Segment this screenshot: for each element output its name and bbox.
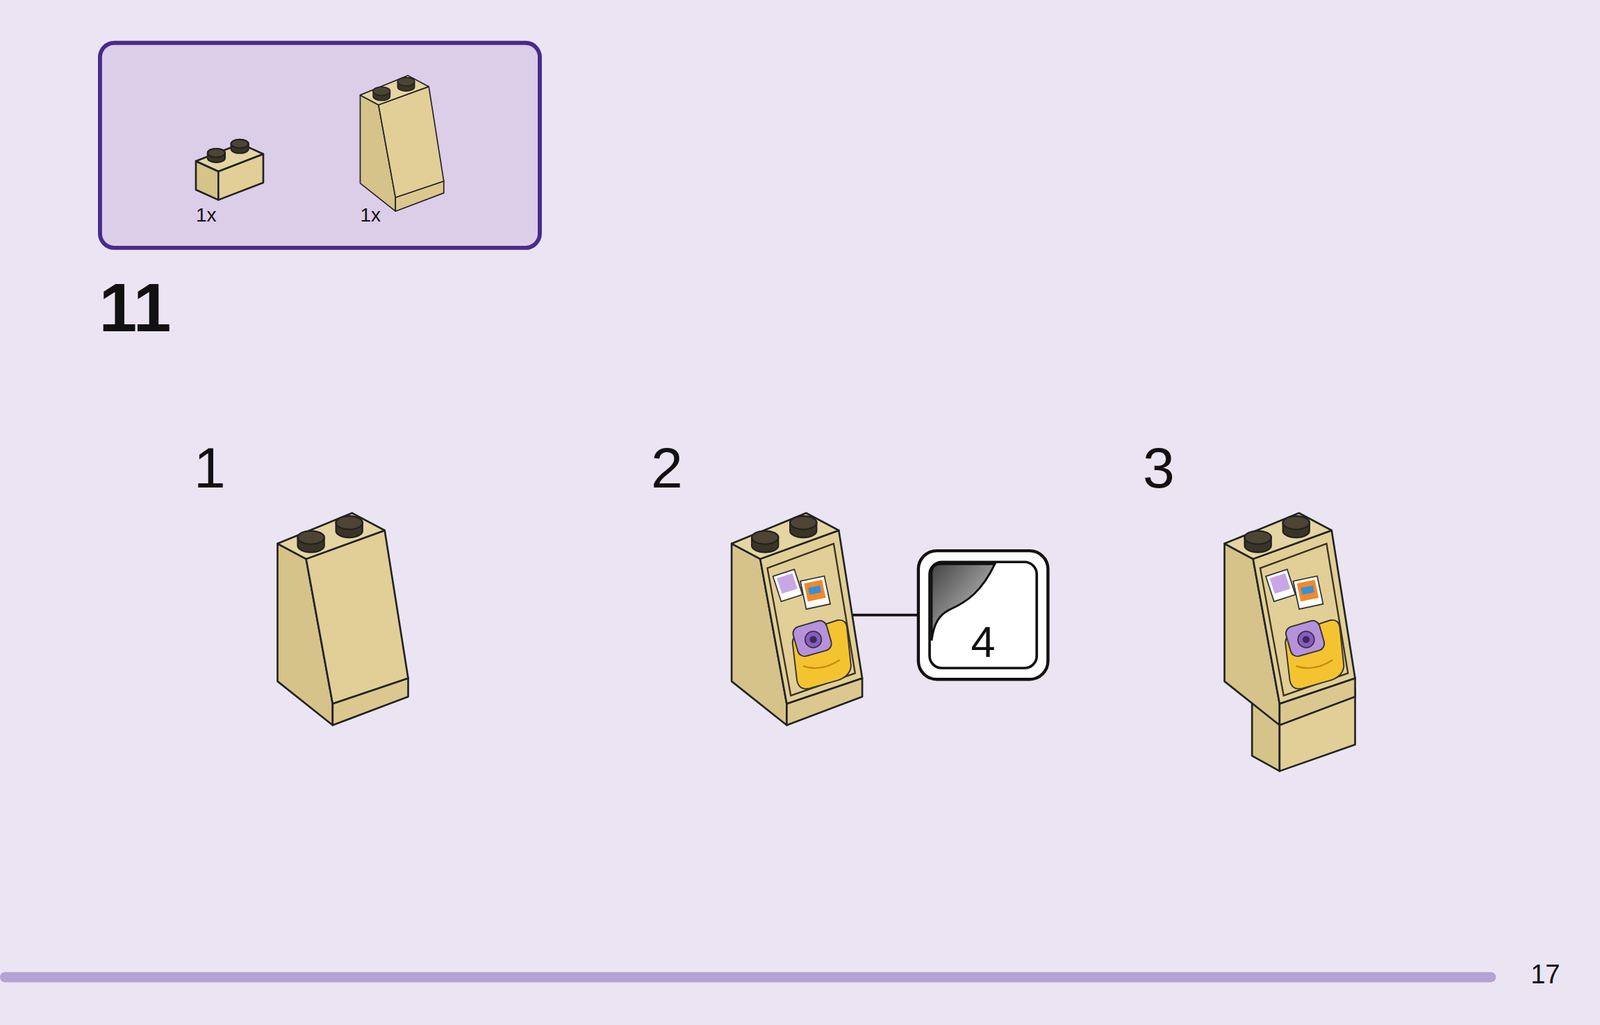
slope-brick xyxy=(359,75,444,212)
stud xyxy=(789,516,817,538)
page-number: 17 xyxy=(1530,961,1560,988)
slope-lip xyxy=(332,678,409,727)
stud-top xyxy=(397,77,415,87)
slope-brick xyxy=(1224,513,1356,727)
slope-face xyxy=(1253,530,1356,705)
stud-top xyxy=(336,516,363,530)
parts-box-outline xyxy=(100,43,540,249)
slope-brick xyxy=(731,513,863,727)
slope-face xyxy=(378,86,444,199)
stud-top xyxy=(298,530,325,544)
step-number: 11 xyxy=(98,273,171,342)
stud xyxy=(373,86,390,101)
page-bar xyxy=(0,972,1496,984)
stud-top xyxy=(1283,516,1310,530)
stud xyxy=(1244,530,1272,553)
stud-top xyxy=(1244,530,1272,544)
sticker-callout: 4 xyxy=(918,550,1049,680)
slope-lip xyxy=(395,181,444,212)
parts-list-box: 1x 1x xyxy=(100,43,540,249)
slope-top xyxy=(359,75,429,105)
sticker-number: 4 xyxy=(918,620,1049,665)
substep-number: 2 xyxy=(650,439,683,497)
sticker xyxy=(1260,543,1348,697)
brick-top xyxy=(195,143,264,172)
part-quantity: 1x xyxy=(195,204,217,225)
brick-1x2 xyxy=(195,139,264,201)
stud xyxy=(231,139,249,154)
substep-number: 1 xyxy=(193,439,226,497)
stud xyxy=(207,148,226,163)
stud xyxy=(1283,516,1310,538)
slope-face xyxy=(760,530,863,705)
stud xyxy=(751,530,779,553)
part-quantity: 1x xyxy=(359,204,381,225)
slope-brick xyxy=(277,513,409,727)
stud-top xyxy=(207,148,226,158)
slope-face xyxy=(306,530,409,705)
sticker xyxy=(767,543,856,697)
slope-top xyxy=(277,513,385,560)
sticker-callout-frame xyxy=(918,550,1049,680)
stud-top xyxy=(231,139,249,149)
stud-top xyxy=(373,86,390,96)
stud xyxy=(397,77,415,92)
leader-line xyxy=(846,614,918,617)
stud-top xyxy=(789,516,817,530)
stud-top xyxy=(751,530,779,544)
stud xyxy=(336,516,363,538)
stud xyxy=(298,530,325,553)
substep-number: 3 xyxy=(1142,439,1175,497)
